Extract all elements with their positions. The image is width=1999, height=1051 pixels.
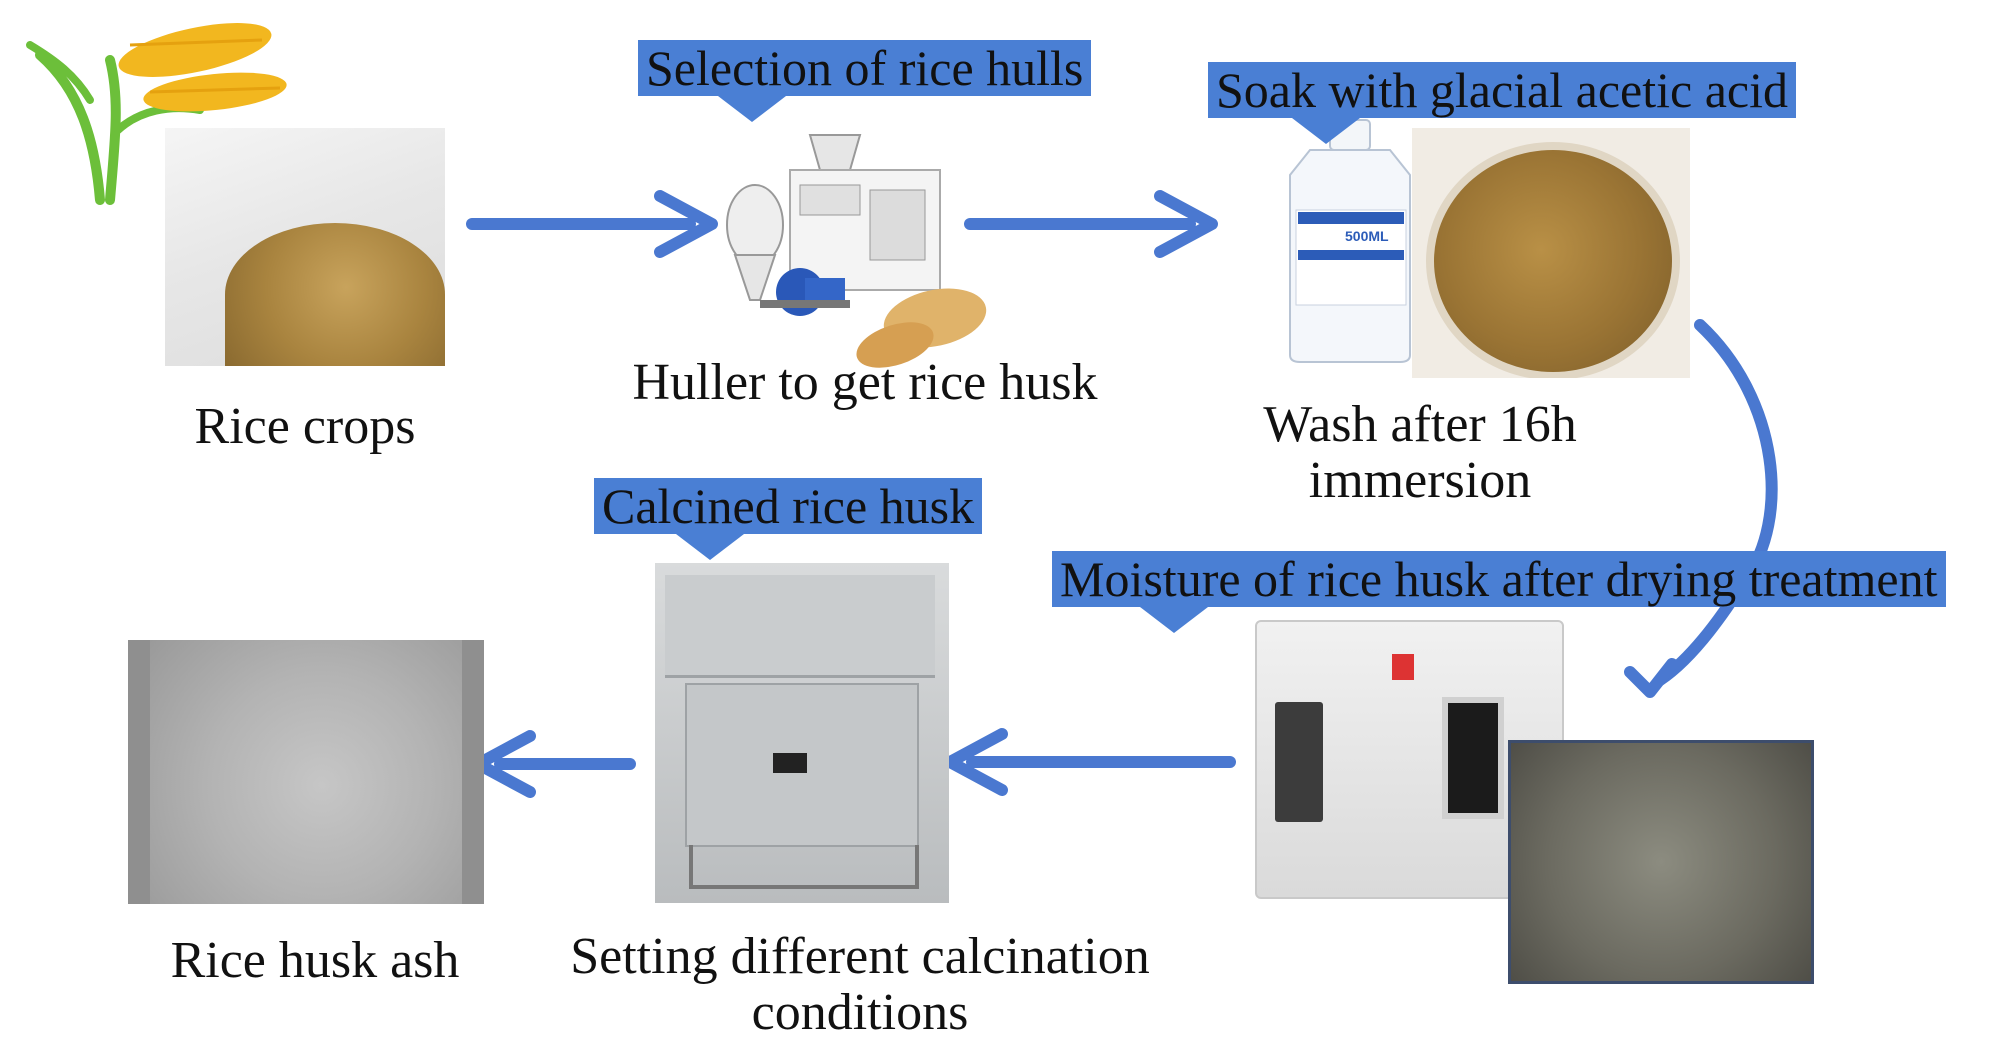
- banner-soak-tail: [1292, 118, 1360, 144]
- label-rice-crops: Rice crops: [194, 398, 416, 455]
- husk-bowl: [1426, 142, 1680, 378]
- arrow-dryer-to-calcination: [944, 728, 1236, 796]
- arrow-huller-to-soak: [964, 190, 1218, 258]
- rice-plant-icon: [26, 23, 287, 205]
- furnace-top: [665, 575, 935, 678]
- arrow-calcination-to-ash: [472, 730, 636, 798]
- banner-selection-tail: [718, 96, 786, 122]
- oven-window: [1442, 697, 1504, 819]
- rice-husk-ash-photo: [128, 640, 484, 904]
- banner-calcined-tail: [676, 534, 744, 560]
- arrow-wash-to-dryer: [1624, 319, 1778, 698]
- acetic-acid-bottle-icon: [1289, 119, 1411, 363]
- banner-moisture-after-drying: Moisture of rice husk after drying treat…: [1052, 551, 1946, 607]
- huller-machine-icon: [726, 134, 987, 368]
- rice-crops-photo: [165, 128, 445, 366]
- oven-logo: [1392, 654, 1414, 680]
- label-setting-line1: Setting different calcination: [570, 928, 1150, 985]
- oven-control-panel: [1275, 702, 1323, 822]
- furnace-stand: [689, 845, 919, 889]
- banner-moisture-tail: [1140, 607, 1208, 633]
- furnace-switch: [773, 753, 807, 773]
- label-rice-husk-ash: Rice husk ash: [170, 932, 460, 989]
- label-wash-line2: immersion: [1308, 452, 1532, 509]
- dried-husk-photo: [1508, 740, 1814, 984]
- banner-selection-of-rice-hulls: Selection of rice hulls: [638, 40, 1092, 96]
- banner-calcined-rice-husk: Calcined rice husk: [594, 478, 983, 534]
- soaked-husk-photo: [1412, 128, 1690, 378]
- label-setting-line2: conditions: [751, 984, 969, 1041]
- calcination-furnace-photo: [655, 563, 949, 903]
- label-wash-line1: Wash after 16h: [1263, 396, 1577, 453]
- grain-pile: [225, 223, 445, 366]
- bottle-volume-label: 500ML: [1345, 228, 1389, 244]
- arrow-crops-to-huller: [466, 190, 718, 258]
- label-huller: Huller to get rice husk: [632, 354, 1098, 411]
- banner-soak-with-acetic-acid: Soak with glacial acetic acid: [1208, 62, 1796, 118]
